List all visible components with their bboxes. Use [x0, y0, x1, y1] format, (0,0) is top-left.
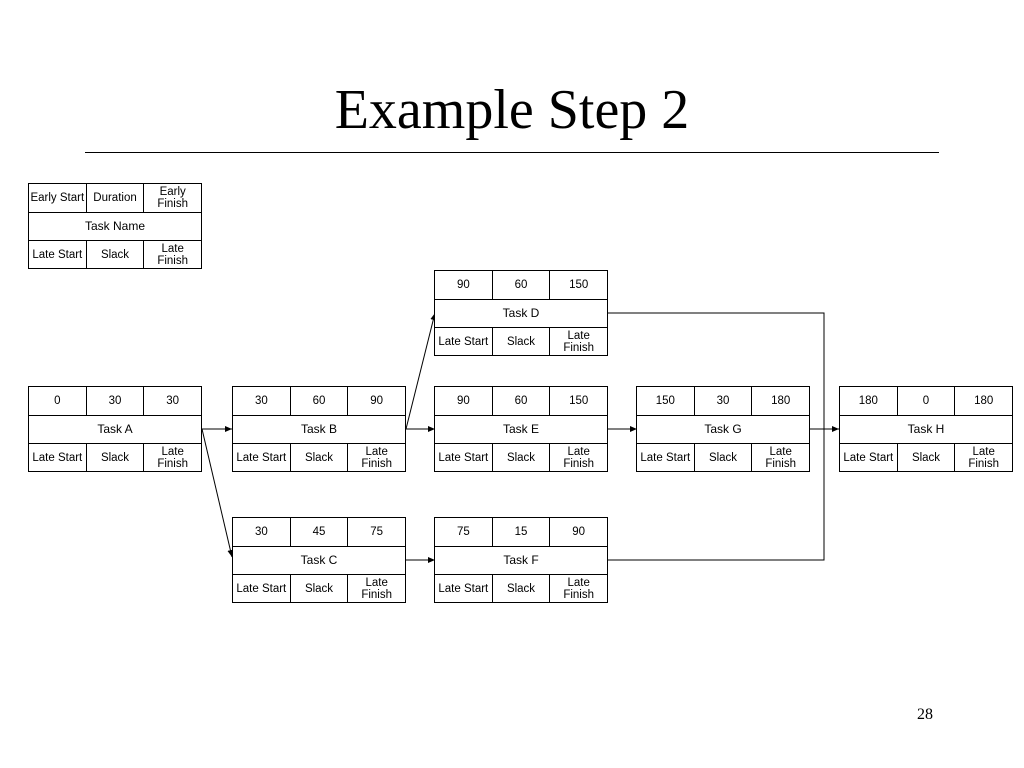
legend-late-start: Late Start	[32, 249, 83, 261]
duration-value: 0	[896, 387, 955, 415]
task-node-f: 75 15 90 Task F Late Start Slack Late Fi…	[434, 517, 608, 603]
title-divider	[85, 152, 939, 153]
late-finish-label: Late Finish	[347, 575, 405, 603]
task-name: Task D	[502, 306, 540, 320]
task-name: Task G	[704, 422, 742, 436]
late-start-label: Late Start	[32, 452, 83, 464]
duration-value: 30	[693, 387, 752, 415]
connector-f-to-h	[608, 429, 825, 561]
slack-label: Slack	[85, 444, 144, 472]
legend-early-finish: Early Finish	[143, 184, 201, 212]
task-node-e: 90 60 150 Task E Late Start Slack Late F…	[434, 386, 608, 472]
connector-d-to-h	[608, 312, 825, 429]
duration-value: 30	[85, 387, 144, 415]
slack-label: Slack	[491, 444, 550, 472]
late-start-label: Late Start	[843, 452, 894, 464]
early-finish-value: 180	[751, 387, 809, 415]
legend-slack: Slack	[85, 241, 144, 269]
task-name: Task F	[503, 553, 539, 567]
late-finish-label: Late Finish	[347, 444, 405, 472]
task-name: Task C	[300, 553, 338, 567]
early-finish-value: 150	[549, 271, 607, 299]
task-node-h: 180 0 180 Task H Late Start Slack Late F…	[839, 386, 1013, 472]
duration-value: 15	[491, 518, 550, 546]
arrow-a-to-c	[201, 428, 234, 558]
late-finish-label: Late Finish	[549, 328, 607, 356]
duration-value: 60	[289, 387, 348, 415]
legend-task-name: Task Name	[84, 219, 146, 233]
slack-label: Slack	[491, 328, 550, 356]
page-number: 28	[917, 706, 933, 723]
task-node-g: 150 30 180 Task G Late Start Slack Late …	[636, 386, 810, 472]
early-start-value: 150	[655, 395, 675, 407]
late-start-label: Late Start	[236, 452, 287, 464]
task-node-a: 0 30 30 Task A Late Start Slack Late Fin…	[28, 386, 202, 472]
late-finish-label: Late Finish	[143, 444, 201, 472]
task-name: Task E	[502, 422, 539, 436]
late-start-label: Late Start	[236, 583, 287, 595]
early-start-value: 180	[858, 395, 878, 407]
early-start-value: 30	[254, 395, 268, 407]
late-start-label: Late Start	[438, 452, 489, 464]
late-finish-label: Late Finish	[751, 444, 809, 472]
early-finish-value: 90	[347, 387, 405, 415]
late-finish-label: Late Finish	[549, 444, 607, 472]
legend-duration: Duration	[85, 184, 144, 212]
early-finish-value: 180	[954, 387, 1012, 415]
early-start-value: 90	[456, 395, 470, 407]
legend-early-start: Early Start	[30, 192, 85, 204]
slide-title: Example Step 2	[334, 79, 690, 141]
legend-node: Early Start Duration Early Finish Task N…	[28, 183, 202, 269]
slack-label: Slack	[289, 575, 348, 603]
early-start-value: 0	[54, 395, 61, 407]
early-start-value: 90	[456, 279, 470, 291]
early-finish-value: 75	[347, 518, 405, 546]
early-finish-value: 90	[549, 518, 607, 546]
late-start-label: Late Start	[438, 336, 489, 348]
arrow-b-to-d	[405, 312, 437, 430]
early-finish-value: 30	[143, 387, 201, 415]
late-start-label: Late Start	[640, 452, 691, 464]
task-name: Task H	[907, 422, 945, 436]
task-name: Task A	[97, 422, 133, 436]
slack-label: Slack	[491, 575, 550, 603]
slack-label: Slack	[289, 444, 348, 472]
slack-label: Slack	[693, 444, 752, 472]
duration-value: 60	[491, 271, 550, 299]
task-node-c: 30 45 75 Task C Late Start Slack Late Fi…	[232, 517, 406, 603]
late-finish-label: Late Finish	[954, 444, 1012, 472]
late-finish-label: Late Finish	[549, 575, 607, 603]
late-start-label: Late Start	[438, 583, 489, 595]
legend-late-finish: Late Finish	[143, 241, 201, 269]
early-finish-value: 150	[549, 387, 607, 415]
duration-value: 45	[289, 518, 348, 546]
duration-value: 60	[491, 387, 550, 415]
task-node-d: 90 60 150 Task D Late Start Slack Late F…	[434, 270, 608, 356]
early-start-value: 75	[456, 526, 470, 538]
slack-label: Slack	[896, 444, 955, 472]
task-node-b: 30 60 90 Task B Late Start Slack Late Fi…	[232, 386, 406, 472]
task-name: Task B	[300, 422, 337, 436]
early-start-value: 30	[254, 526, 268, 538]
